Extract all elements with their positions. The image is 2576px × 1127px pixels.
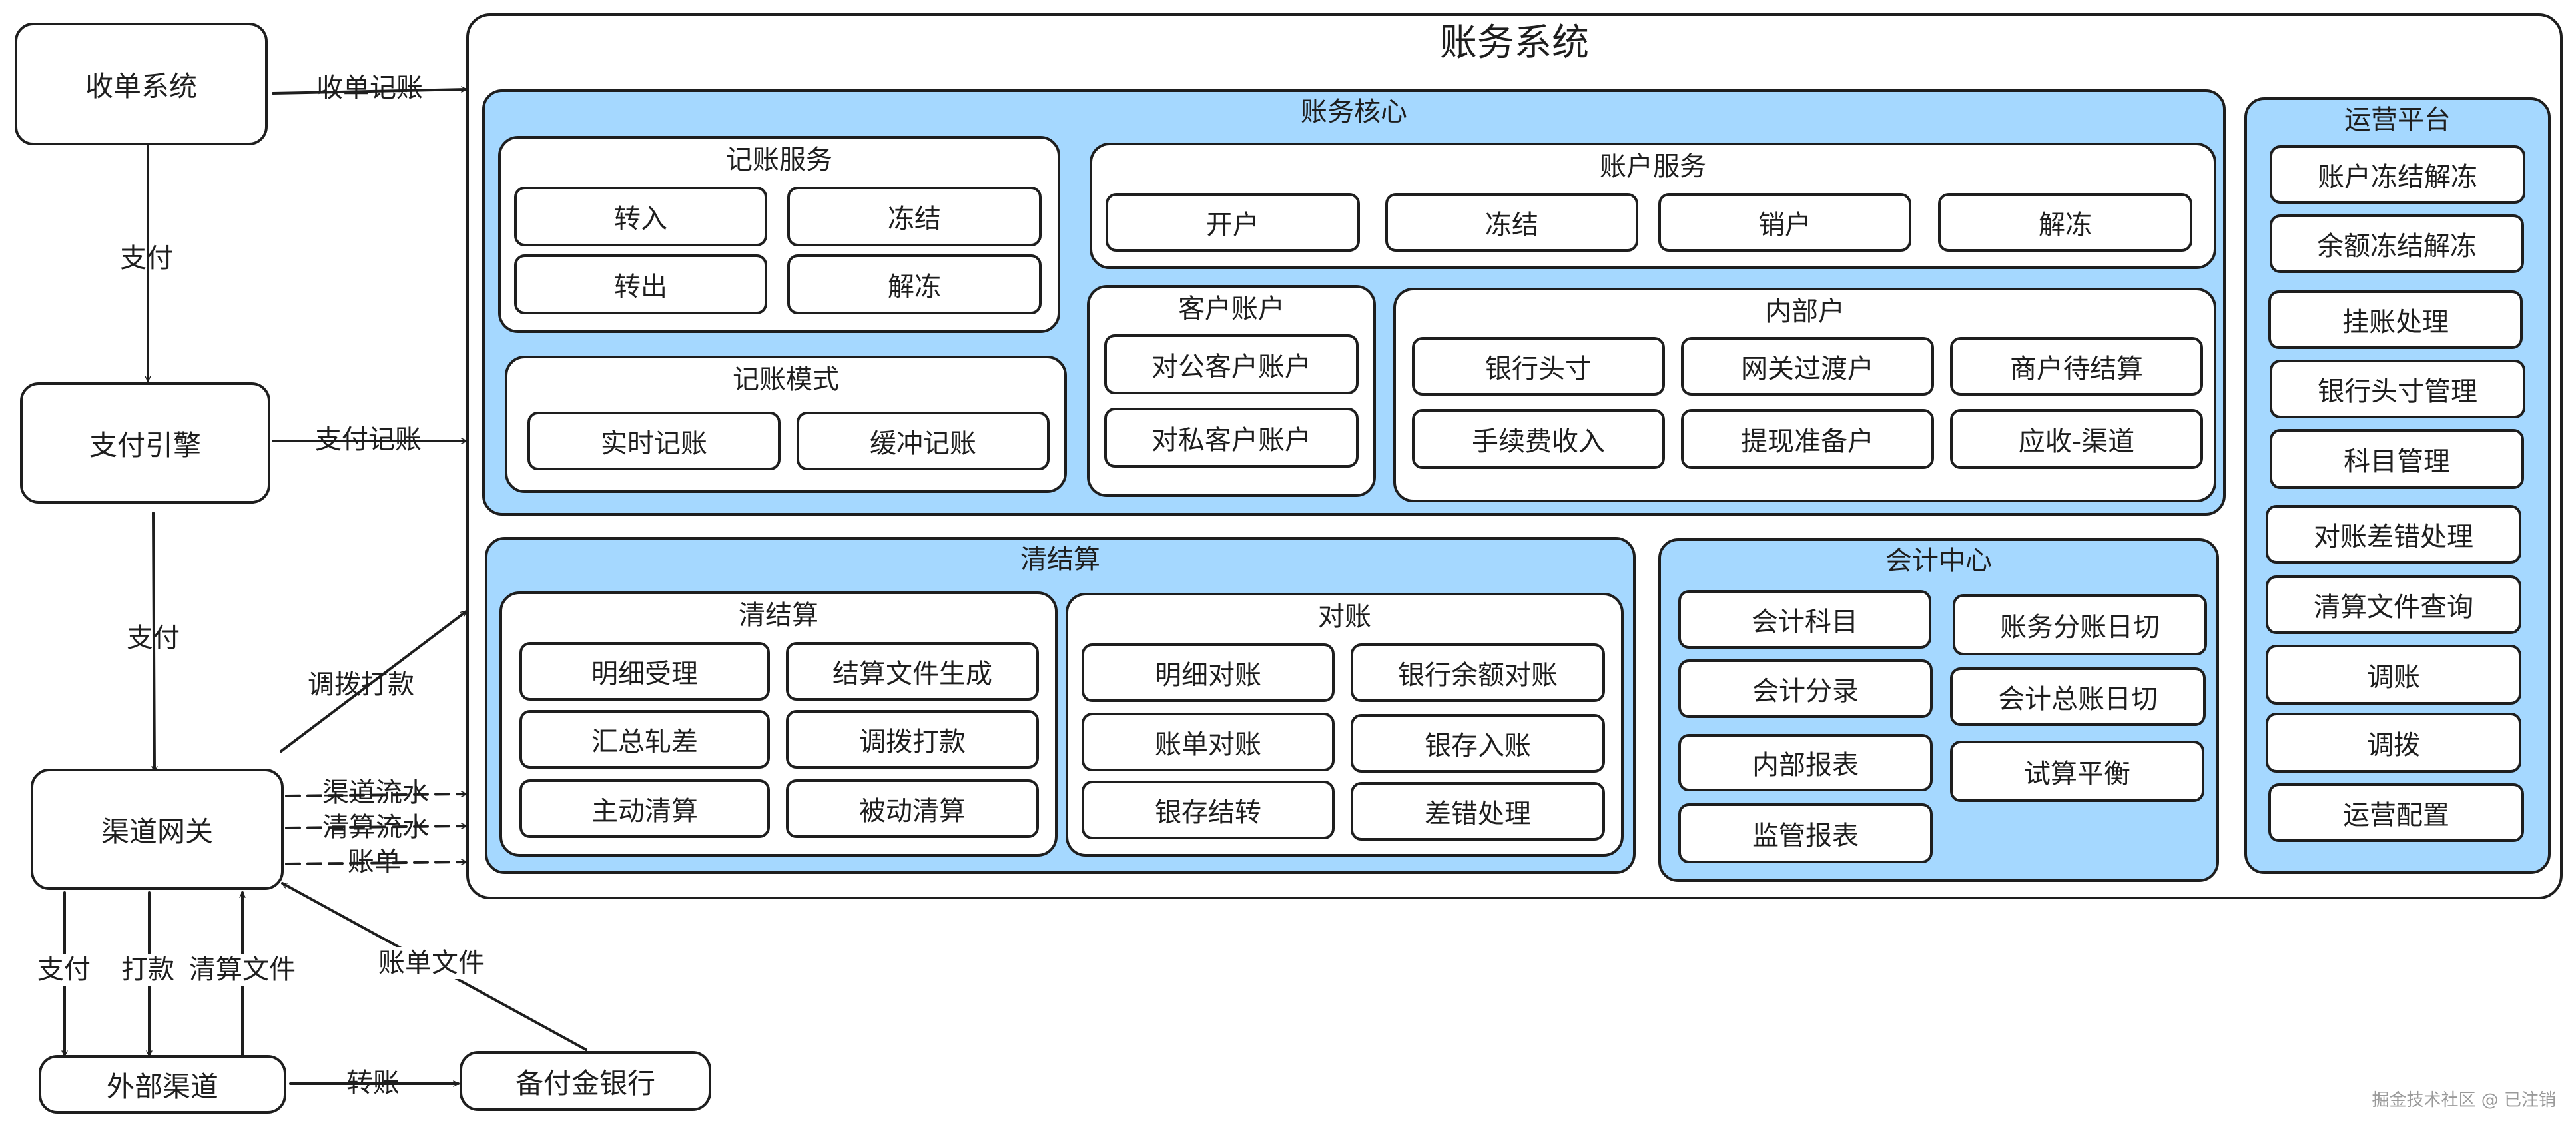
- ops-config: 运营配置: [2268, 783, 2524, 842]
- ops-account-freeze: 账户冻结解冻: [2270, 145, 2525, 204]
- acct-entries: 会计分录: [1678, 659, 1933, 718]
- customer-account-corporate: 对公客户账户: [1104, 334, 1359, 394]
- label-bill: 账单: [348, 847, 401, 877]
- ledger-core-title: 账务核心: [1301, 97, 1407, 127]
- label-channel-flow: 渠道流水: [322, 777, 429, 808]
- internal-gateway-transit: 网关过渡户: [1681, 337, 1934, 396]
- reconcile-deposit-carryover: 银存结转: [1082, 781, 1335, 839]
- booking-transfer-in: 转入: [514, 187, 767, 246]
- clearing-netting: 汇总轧差: [519, 710, 770, 769]
- booking-service-title: 记账服务: [726, 145, 832, 175]
- mode-realtime: 实时记账: [527, 412, 781, 470]
- account-open: 开户: [1106, 193, 1360, 252]
- settlement-panel-title: 清结算: [1020, 544, 1100, 575]
- internal-withdraw-reserve: 提现准备户: [1681, 409, 1934, 469]
- edge-allocate: [280, 610, 468, 753]
- accounting-system-title: 账务系统: [1440, 21, 1589, 65]
- customer-account-title: 客户账户: [1178, 294, 1285, 324]
- label-clearing-file: 清算文件: [189, 954, 296, 986]
- clearing-file-generate: 结算文件生成: [786, 642, 1039, 701]
- ops-suspense: 挂账处理: [2268, 290, 2523, 349]
- account-freeze: 冻结: [1385, 193, 1638, 252]
- booking-mode-title: 记账模式: [733, 364, 839, 395]
- label-pay-booking: 支付记账: [315, 424, 422, 455]
- edge-clearing-flow: [285, 826, 468, 829]
- reconcile-deposit-entry: 银存入账: [1351, 714, 1605, 773]
- acct-ledger-split-dayend: 账务分账日切: [1953, 594, 2207, 655]
- internal-account-title: 内部户: [1765, 296, 1845, 327]
- ops-adjust: 调账: [2266, 645, 2521, 705]
- account-service-title: 账户服务: [1600, 151, 1706, 182]
- reconcile-error-handling: 差错处理: [1351, 782, 1605, 841]
- payment-engine-box: 支付引擎: [20, 382, 270, 504]
- reserve-bank-box: 备付金银行: [460, 1051, 711, 1111]
- internal-receivable-channel: 应收-渠道: [1950, 409, 2203, 469]
- internal-bank-position: 银行头寸: [1412, 337, 1665, 396]
- ops-bank-position-mgmt: 银行头寸管理: [2270, 360, 2525, 418]
- edge-bill: [285, 862, 468, 865]
- label-pay-2: 支付: [127, 623, 180, 653]
- booking-freeze: 冻结: [787, 187, 1042, 246]
- internal-merchant-pending: 商户待结算: [1950, 337, 2203, 396]
- clearing-allocate: 调拨打款: [786, 710, 1039, 769]
- clearing-passive: 被动清算: [786, 779, 1039, 838]
- label-order-booking: 收单记账: [316, 73, 423, 103]
- label-transfer: 转账: [346, 1068, 400, 1098]
- external-channel-box: 外部渠道: [39, 1055, 286, 1114]
- accounting-center-title: 会计中心: [1885, 546, 1992, 576]
- ops-subject-mgmt: 科目管理: [2270, 429, 2524, 489]
- channel-gateway-box: 渠道网关: [31, 769, 284, 890]
- accounting-system-frame: 账务系统: [466, 13, 2563, 899]
- booking-transfer-out: 转出: [514, 254, 767, 314]
- clearing-detail-accept: 明细受理: [519, 642, 770, 701]
- label-pay-1: 支付: [120, 243, 173, 274]
- ops-balance-freeze: 余额冻结解冻: [2270, 214, 2524, 273]
- label-clearing-flow: 清算流水: [322, 812, 429, 843]
- booking-unfreeze: 解冻: [787, 254, 1042, 314]
- ops-platform-title: 运营平台: [2344, 105, 2451, 135]
- label-allocate: 调拨打款: [308, 669, 414, 700]
- ops-reconcile-errors: 对账差错处理: [2266, 505, 2521, 564]
- edge-order-booking: [272, 89, 468, 95]
- watermark: 掘金技术社区 @ 已注销: [2372, 1090, 2556, 1110]
- mode-buffered: 缓冲记账: [797, 412, 1050, 470]
- label-payout: 打款: [121, 954, 174, 986]
- acct-regulatory-report: 监管报表: [1678, 803, 1933, 863]
- internal-fee-income: 手续费收入: [1412, 409, 1665, 469]
- clearing-group-title: 清结算: [739, 600, 818, 631]
- ops-allocate: 调拨: [2266, 713, 2521, 773]
- account-close: 销户: [1658, 193, 1911, 252]
- acct-internal-report: 内部报表: [1678, 734, 1933, 791]
- account-unfreeze: 解冻: [1938, 193, 2192, 252]
- edge-channel-flow: [285, 794, 468, 797]
- acct-subjects: 会计科目: [1678, 590, 1931, 649]
- reconcile-bill: 账单对账: [1082, 713, 1335, 771]
- label-bill-file: 账单文件: [378, 947, 485, 979]
- edge-engine-to-gateway: [153, 512, 155, 773]
- acct-trial-balance: 试算平衡: [1950, 741, 2204, 802]
- reconcile-detail: 明细对账: [1082, 643, 1335, 702]
- customer-account-personal: 对私客户账户: [1104, 408, 1359, 468]
- ops-clearing-file-query: 清算文件查询: [2266, 575, 2521, 634]
- clearing-active: 主动清算: [519, 779, 770, 838]
- order-system-box: 收单系统: [15, 23, 268, 145]
- reconcile-bank-balance: 银行余额对账: [1351, 643, 1605, 702]
- acct-general-ledger-dayend: 会计总账日切: [1950, 667, 2206, 726]
- reconcile-group-title: 对账: [1318, 601, 1371, 632]
- label-pay-3: 支付: [37, 954, 91, 986]
